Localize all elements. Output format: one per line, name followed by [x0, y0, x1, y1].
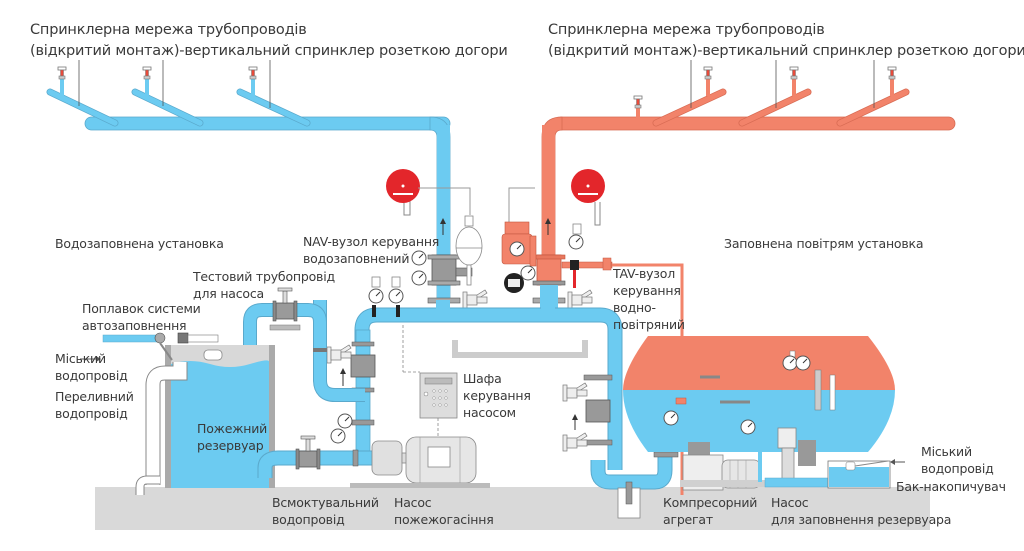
pressure-gauge-icon — [740, 419, 756, 435]
retard-chamber — [455, 215, 483, 286]
branch-line-2 — [131, 60, 204, 127]
label-test-pipe: Тестовий трубопровід для насоса — [193, 269, 335, 301]
branch-line-6 — [836, 60, 910, 127]
pressure-gauge-icon — [330, 428, 346, 444]
pump-riser — [313, 276, 404, 456]
ground-floor — [95, 487, 930, 530]
float-fill-line — [102, 332, 219, 361]
fire-pump — [350, 436, 490, 488]
air-system-lower-pipe — [562, 374, 679, 519]
pressure-tank — [623, 336, 895, 452]
test-pipe — [243, 287, 327, 375]
label-fire-pump: Насос пожежогасіння — [394, 495, 494, 527]
pressure-gauge-icon — [520, 265, 536, 281]
pressure-gauge-icon — [411, 270, 427, 286]
branch-line-4 — [652, 60, 727, 127]
pressure-gauge-icon — [568, 234, 584, 250]
label-storage-tank: Бак-накопичувач — [896, 479, 1006, 494]
sprinkler-head-icon — [142, 66, 152, 80]
pressure-switches — [368, 276, 404, 317]
label-water-system: Водозаповнена установка — [55, 236, 224, 251]
drain-valve — [567, 289, 593, 309]
pressure-gauge-icon — [663, 410, 679, 426]
label-control-cabinet: Шафа керування насосом — [463, 371, 531, 420]
label-nav-valve: NAV-вузол керування водозаповнений — [303, 234, 440, 266]
label-network-left: Спринклерна мережа трубопроводів (відкри… — [30, 22, 508, 59]
accelerator — [501, 221, 537, 267]
label-air-system: Заповнена повітрям установка — [724, 236, 924, 251]
alarm-bell-left — [386, 169, 471, 216]
branch-line-3 — [236, 60, 311, 127]
check-valve — [326, 344, 352, 364]
arrow-left-icon — [890, 459, 895, 465]
arrow-up-icon — [545, 218, 551, 224]
arrow-up-icon — [572, 414, 578, 420]
label-float: Поплавок системи автозаповнення — [82, 301, 201, 333]
valve — [562, 382, 588, 402]
branch-line-1 — [46, 60, 119, 127]
suction-valve — [295, 435, 321, 470]
label-city-water-right: Міський водопровід — [921, 444, 994, 476]
overflow-pipe — [135, 362, 188, 495]
pressure-gauge-icon — [337, 413, 353, 429]
storage-tank — [827, 459, 905, 489]
compressor-unit — [680, 442, 840, 491]
label-network-right: Спринклерна мережа трубопроводів (відкри… — [548, 22, 1024, 59]
sprinkler-head-icon — [248, 66, 258, 80]
tank-instruments — [663, 350, 836, 435]
sprinkler-head-icon — [633, 95, 643, 109]
sprinkler-head-icon — [789, 66, 799, 80]
label-city-water-left: Міський водопровід — [55, 351, 128, 383]
label-tav-valve: TAV-вузол керування водно- повітряний — [613, 266, 685, 332]
alarm-bell-right — [508, 169, 605, 235]
label-reservoir: Пожежний резервуар — [197, 421, 268, 453]
label-suction-pipe: Всмоктувальний водопровід — [272, 495, 379, 527]
water-sprinkler-network — [46, 60, 451, 305]
arrow-up-icon — [340, 368, 346, 374]
label-compressor: Компресорний агрегат — [663, 495, 758, 527]
drain-valve — [462, 289, 488, 309]
label-overflow: Переливний водопровід — [55, 389, 134, 421]
sprinkler-head-icon — [703, 66, 713, 80]
suction-pipe — [257, 435, 380, 478]
pump-control-cabinet — [419, 372, 458, 437]
main-distribution-pipe — [354, 300, 623, 470]
valve — [562, 432, 588, 452]
sprinkler-head-icon — [887, 66, 897, 80]
tank-fill-pump — [758, 400, 831, 488]
arrow-right-icon — [96, 356, 101, 362]
arrow-up-icon — [440, 218, 446, 224]
branch-line-5 — [738, 60, 812, 127]
sprinkler-head-icon — [57, 66, 67, 80]
label-fill-pump: Насос для заповнення резервуара — [771, 495, 952, 527]
